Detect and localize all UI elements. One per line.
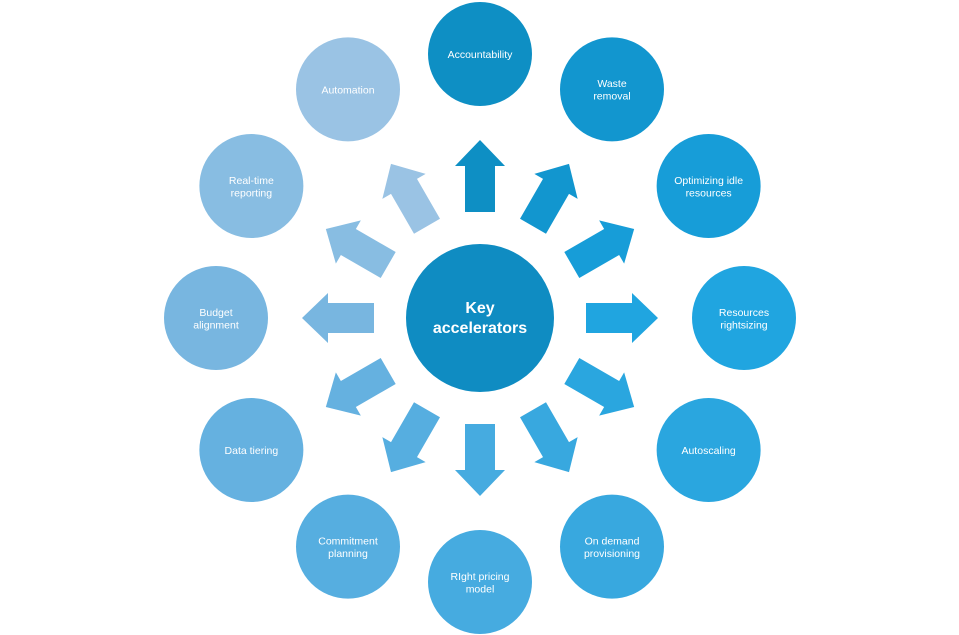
center-label-line-1: Key [465, 300, 494, 317]
node-circle [296, 494, 400, 599]
node-label: RIght pricing [451, 571, 510, 583]
arrow-right-pricing-model [455, 424, 505, 496]
node-label: Data tiering [225, 445, 279, 457]
node-data-tiering: Data tiering [199, 398, 304, 502]
node-label: provisioning [584, 548, 640, 560]
arrow-commitment-planning [382, 402, 440, 473]
arrow-waste-removal [520, 163, 578, 234]
node-accountability: Accountability [428, 2, 532, 106]
arrow-automation [382, 163, 440, 234]
node-label: Automation [321, 84, 374, 96]
node-label: Waste [597, 78, 627, 90]
node-label: Commitment [318, 535, 378, 547]
node-circle [656, 134, 761, 238]
node-circle [560, 494, 664, 599]
node-circle [296, 37, 400, 142]
node-circle [656, 398, 761, 502]
node-label: Resources [719, 307, 769, 319]
node-autoscaling: Autoscaling [656, 398, 761, 502]
arrow-resources-rightsizing [586, 293, 658, 343]
node-circle [199, 398, 304, 502]
node-automation: Automation [296, 37, 400, 142]
arrow-optimizing-idle-resources [564, 220, 635, 278]
node-label: Autoscaling [681, 445, 735, 457]
node-label: Real-time [229, 175, 274, 187]
center-label-line-2: accelerators [433, 320, 527, 337]
node-circle [428, 2, 532, 106]
node-label: model [466, 583, 495, 595]
arrow-data-tiering [325, 358, 396, 416]
node-circle [692, 266, 796, 370]
node-label: resources [686, 187, 732, 199]
node-circle [199, 134, 304, 238]
center-circle [406, 244, 554, 392]
node-label: alignment [193, 319, 239, 331]
center-node: Key accelerators [406, 244, 554, 392]
node-label: Accountability [448, 49, 514, 61]
arrows [302, 140, 658, 496]
node-label: planning [328, 548, 368, 560]
node-label: Optimizing idle [674, 175, 743, 187]
node-circle [428, 530, 532, 634]
node-circle [164, 266, 268, 370]
node-label: On demand [585, 535, 640, 547]
arrow-real-time-reporting [325, 220, 396, 278]
node-label: Budget [199, 307, 232, 319]
arrow-on-demand-provisioning [520, 402, 578, 473]
node-label: rightsizing [720, 319, 767, 331]
node-circle [560, 37, 664, 142]
arrow-budget-alignment [302, 293, 374, 343]
arrow-autoscaling [564, 358, 635, 416]
node-label: reporting [231, 187, 273, 199]
node-label: removal [593, 91, 630, 103]
arrow-accountability [455, 140, 505, 212]
